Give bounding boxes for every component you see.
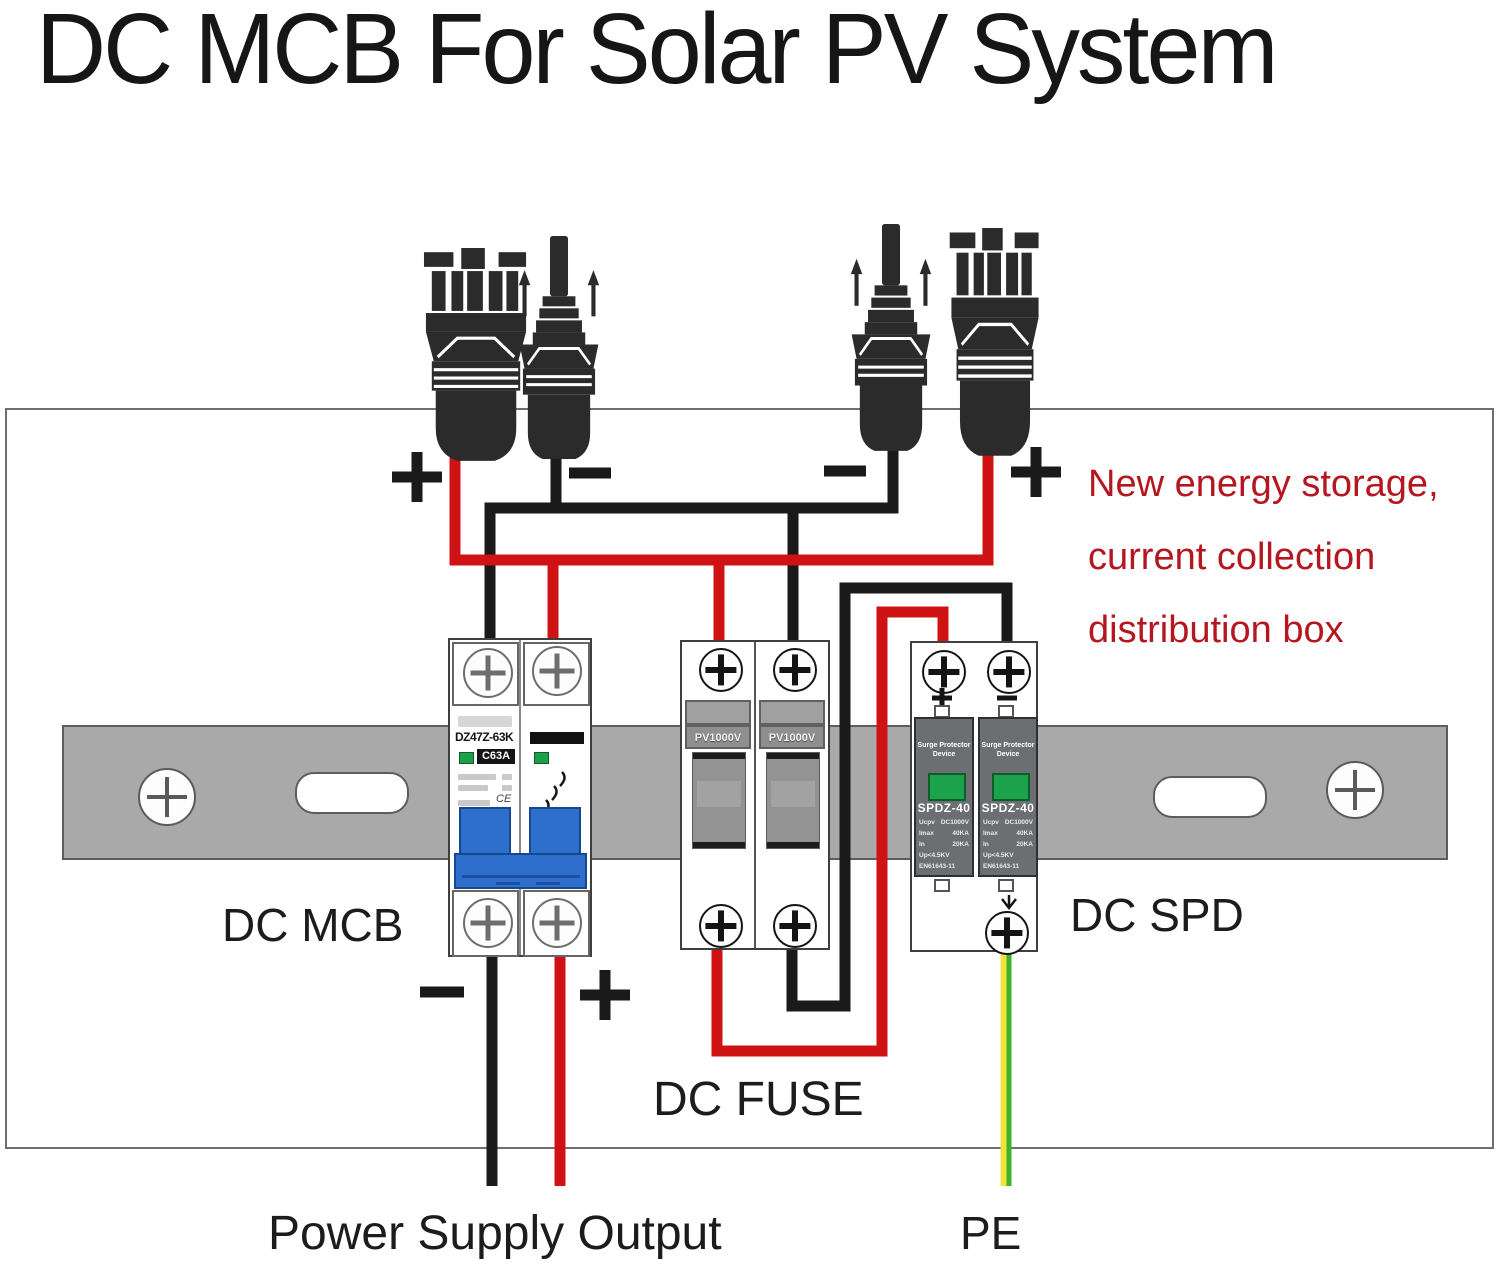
mcb-indicator-green [459, 752, 474, 764]
wire-positive-fuse1-to-spd [711, 606, 949, 1057]
label-dc-mcb: DC MCB [222, 899, 404, 951]
spd-marks-layer [932, 688, 1017, 911]
label-pe: PE [960, 1207, 1022, 1259]
fuse-voltage-label: PV1000V [759, 725, 825, 749]
mcb-screw-icon [532, 898, 582, 948]
label-power-supply-output: Power Supply Output [268, 1207, 722, 1260]
spd-heading: Surge Protector [981, 742, 1035, 749]
mc4-male-connector-left [518, 236, 600, 462]
label-dc-fuse: DC FUSE [653, 1073, 864, 1126]
spd-plus-mark [932, 688, 952, 708]
annotation-line: distribution box [1088, 609, 1344, 651]
wire-negative-fuse2-to-spd [786, 582, 1013, 1012]
spd-screw-icon [922, 650, 966, 694]
fuse-voltage-label: PV1000V [685, 725, 751, 749]
spd-screw-icon [987, 650, 1031, 694]
dc-mcb-device: DZ47Z-63K C63A CE [448, 638, 592, 957]
spd-model-label: SPDZ-40 [981, 801, 1035, 815]
rail-slot-left [295, 772, 409, 814]
mcb-model-label: DZ47Z-63K [455, 730, 514, 744]
mcb-screw-icon [463, 898, 513, 948]
page-title: DC MCB For Solar PV System [36, 0, 1278, 105]
spd-tab [934, 879, 950, 892]
mcb-spec-blur [458, 785, 488, 791]
mcb-spec-blur [458, 774, 496, 780]
spd-heading: Device [932, 751, 956, 758]
mcb-toggle-right [529, 807, 581, 855]
spd-ground-icon [1001, 895, 1017, 911]
fuse-lid [685, 700, 751, 725]
wire-pe [1000, 950, 1012, 1186]
rail-screw-right-icon [1326, 761, 1384, 819]
mcb-screw-icon [532, 646, 582, 696]
fuse-screw-icon [773, 648, 817, 692]
mcb-rating-badge: C63A [477, 749, 515, 764]
mcb-spec-blur [502, 774, 512, 780]
mc4-male-connector-right [850, 224, 932, 454]
spd-indicator-window [992, 773, 1030, 801]
label-dc-spd: DC SPD [1070, 889, 1244, 941]
spd-indicator-window [928, 773, 966, 801]
plus-sign-left-input [392, 452, 442, 502]
rail-slot-right [1153, 776, 1267, 818]
mcb-label-blur [458, 716, 512, 727]
mcb-spec-blur [502, 785, 512, 791]
mcb-toggle-left [459, 807, 511, 855]
mc4-female-connector-right [948, 228, 1042, 458]
spd-heading: Device [996, 751, 1020, 758]
spd-ground-screw-icon [985, 911, 1029, 955]
spd-tab [998, 879, 1014, 892]
plus-sign-output [580, 970, 630, 1020]
fuse-barrel [692, 752, 746, 849]
wire-negative-bus [484, 444, 899, 664]
spd-heading: Surge Protector [917, 742, 971, 749]
mcb-toggle-bar [454, 853, 587, 889]
fuse-barrel [766, 752, 820, 849]
annotation-line: current collection [1088, 536, 1376, 578]
fuse-screw-icon [773, 904, 817, 948]
mcb-indicator-green [534, 752, 549, 764]
mcb-black-bar [530, 732, 584, 744]
fuse-lid [759, 700, 825, 725]
dc-fuse-device: PV1000V PV1000V [680, 640, 830, 950]
plus-sign-right-input [1011, 447, 1061, 497]
mc4-female-connector-left [422, 248, 530, 463]
fuse-screw-icon [699, 648, 743, 692]
mcb-pole-divider [519, 640, 521, 955]
mcb-spec-blur [458, 800, 490, 806]
fuse-divider [754, 642, 756, 948]
fuse-screw-icon [699, 904, 743, 948]
rail-screw-left-icon [138, 768, 196, 826]
annotation-line: New energy storage, [1088, 463, 1439, 505]
mcb-ce-mark: CE [496, 793, 512, 805]
spd-model-label: SPDZ-40 [917, 801, 971, 815]
annotation-text: New energy storage, current collection d… [1088, 448, 1439, 667]
mcb-screw-icon [463, 648, 513, 698]
